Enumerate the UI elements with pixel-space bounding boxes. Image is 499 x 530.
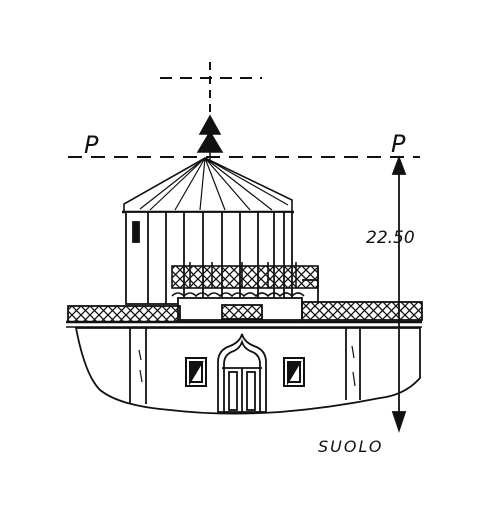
- tower-body: [125, 211, 293, 305]
- height-label: 22.50: [366, 228, 415, 248]
- spire-finial: [196, 114, 224, 160]
- tower-roof: [122, 157, 294, 214]
- datum-label-right: P: [391, 130, 406, 158]
- middle-block: [177, 268, 319, 321]
- terrace-parapet: [66, 301, 423, 328]
- top-axis-cross: [160, 62, 262, 118]
- entrance-door: [217, 333, 267, 413]
- window-left: [185, 357, 207, 387]
- window-right: [283, 357, 305, 387]
- height-dimension-line: [391, 155, 407, 433]
- datum-label-left: P: [84, 131, 99, 159]
- ground-label: SUOLO: [318, 437, 383, 456]
